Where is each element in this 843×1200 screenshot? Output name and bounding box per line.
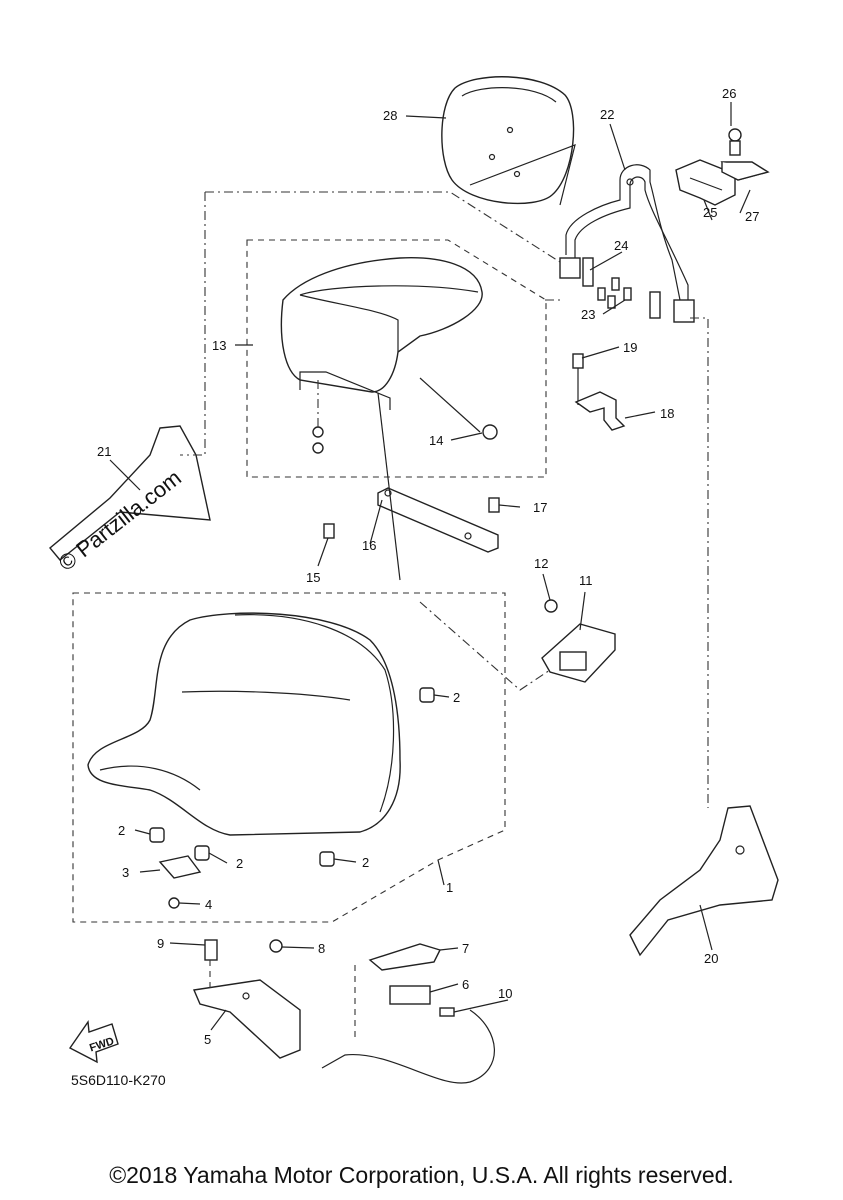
label-part-15: 15 — [306, 570, 320, 585]
label-part-1: 1 — [446, 880, 453, 895]
label-part-4: 4 — [205, 897, 212, 912]
label-part-18: 18 — [660, 406, 674, 421]
label-part-26: 26 — [722, 86, 736, 101]
label-part-13: 13 — [212, 338, 226, 353]
bracket-18 — [572, 353, 626, 431]
label-part-11: 11 — [579, 573, 593, 588]
backrest-pad — [441, 76, 575, 205]
side-cover-right — [629, 805, 779, 957]
side-cover-left — [49, 425, 211, 561]
label-part-12: 12 — [534, 556, 548, 571]
label-part-8: 8 — [318, 941, 325, 956]
fwd-arrow: FWD — [68, 1020, 119, 1064]
label-part-21: 21 — [97, 444, 111, 459]
part-labels: 1 2 2 2 2 3 4 5 6 7 8 9 10 11 12 13 14 1… — [97, 86, 759, 1047]
label-part-7: 7 — [462, 941, 469, 956]
seat-bracket-16 — [323, 487, 500, 553]
label-part-9: 9 — [157, 936, 164, 951]
partzilla-watermark: © Partzilla.com — [54, 465, 186, 576]
leader-lines — [109, 102, 751, 1031]
diagram-code: 5S6D110-K270 — [71, 1072, 166, 1088]
seat-lock-assy — [321, 943, 495, 1084]
label-part-5: 5 — [204, 1032, 211, 1047]
label-part-10: 10 — [498, 986, 512, 1001]
label-part-2: 2 — [362, 855, 369, 870]
label-part-23: 23 — [581, 307, 595, 322]
label-part-2: 2 — [236, 856, 243, 871]
exploded-seat-diagram: © Partzilla.com — [49, 76, 779, 1084]
rider-seat-group — [72, 592, 506, 923]
passenger-seat-group — [246, 239, 547, 478]
label-part-6: 6 — [462, 977, 469, 992]
label-part-22: 22 — [600, 107, 614, 122]
stay-bushings — [582, 257, 661, 319]
label-part-2: 2 — [453, 690, 460, 705]
seat-bracket-11 — [541, 599, 616, 683]
label-part-2: 2 — [118, 823, 125, 838]
backrest-bracket — [675, 128, 770, 206]
label-part-19: 19 — [623, 340, 637, 355]
label-part-25: 25 — [703, 205, 717, 220]
label-part-17: 17 — [533, 500, 547, 515]
label-part-14: 14 — [429, 433, 443, 448]
label-part-3: 3 — [122, 865, 129, 880]
lock-plate-5 — [192, 939, 301, 1059]
label-part-20: 20 — [704, 951, 718, 966]
label-part-27: 27 — [745, 209, 759, 224]
backrest-stay — [559, 164, 695, 323]
label-part-24: 24 — [614, 238, 628, 253]
label-part-28: 28 — [383, 108, 397, 123]
copyright-notice: ©2018 Yamaha Motor Corporation, U.S.A. A… — [109, 1162, 734, 1188]
label-part-16: 16 — [362, 538, 376, 553]
